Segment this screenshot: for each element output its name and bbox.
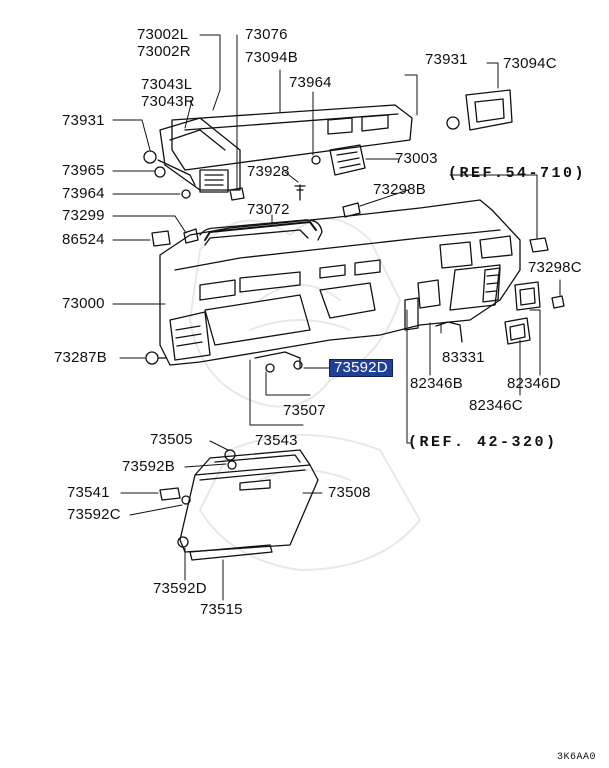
part-label-73002R: 73002R — [137, 43, 191, 60]
handle-73072 — [204, 221, 317, 241]
bumper-73505 — [224, 449, 236, 461]
clip-73931-left — [143, 150, 157, 164]
clip-86524 — [151, 230, 171, 247]
bracket-73507 — [254, 351, 303, 373]
part-label-73965: 73965 — [62, 162, 105, 179]
button-73298C-small — [551, 295, 565, 309]
part-label-73002L: 73002L — [137, 26, 189, 43]
clip-73076 — [229, 187, 245, 201]
clip-73964-left — [181, 189, 191, 199]
pad-73094C — [465, 89, 513, 131]
part-label-73592C: 73592C — [67, 506, 121, 523]
part-label-73298B: 73298B — [373, 181, 426, 198]
part-label-73931-top: 73931 — [425, 51, 468, 68]
bracket-83331 — [435, 321, 463, 343]
part-label-73000: 73000 — [62, 295, 105, 312]
screw-73592B — [227, 460, 237, 470]
upper-pad-73094B — [171, 104, 413, 171]
part-label-82346C: 82346C — [469, 397, 523, 414]
part-label-73592B: 73592B — [122, 458, 175, 475]
part-label-73928: 73928 — [247, 163, 290, 180]
part-label-73592D: 73592D — [153, 580, 207, 597]
part-label-73003: 73003 — [395, 150, 438, 167]
clip-73965 — [154, 166, 166, 178]
part-label-73072: 73072 — [247, 201, 290, 218]
vent-73298B — [342, 202, 361, 218]
vent-82346B — [404, 279, 441, 331]
part-label-73094C: 73094C — [503, 55, 557, 72]
bracket-73043 — [157, 117, 241, 193]
clip-73299 — [183, 228, 199, 244]
instrument-panel-73000 — [159, 199, 521, 366]
ref-42-320: (REF. 42-320) — [408, 434, 558, 451]
vent-82346D — [514, 281, 541, 311]
clip-73964-mid — [311, 155, 321, 165]
part-label-82346B: 82346B — [410, 375, 463, 392]
glove-box-73508 — [179, 449, 319, 553]
part-label-73298C: 73298C — [528, 259, 582, 276]
part-label-86524: 86524 — [62, 231, 105, 248]
part-label-73076: 73076 — [245, 26, 288, 43]
part-label-73964-top: 73964 — [289, 74, 332, 91]
watermark-emblem — [189, 217, 421, 571]
part-label-73507: 73507 — [283, 402, 326, 419]
part-label-73287B: 73287B — [54, 349, 107, 366]
part-label-83331: 83331 — [442, 349, 485, 366]
part-label-73094B: 73094B — [245, 49, 298, 66]
part-label-73541: 73541 — [67, 484, 110, 501]
part-label-73515: 73515 — [200, 601, 243, 618]
figure-code: 3K6AA0 — [557, 752, 597, 763]
leader-lines — [112, 34, 561, 601]
clip-73931-right — [446, 116, 460, 130]
part-label-82346D: 82346D — [507, 375, 561, 392]
bolt-73287B — [145, 351, 167, 365]
switch-73003 — [329, 144, 366, 176]
part-label-73931-left: 73931 — [62, 112, 105, 129]
part-label-73299: 73299 — [62, 207, 105, 224]
part-label-73592D-highlighted[interactable]: 73592D — [329, 359, 393, 377]
screw-73928 — [294, 184, 306, 201]
part-label-73964-left: 73964 — [62, 185, 105, 202]
part-label-73543: 73543 — [255, 432, 298, 449]
screw-73592D-lower — [177, 536, 189, 548]
screw-73592C — [181, 495, 191, 505]
part-label-73505: 73505 — [150, 431, 193, 448]
latch-73541 — [159, 487, 181, 501]
vent-82346C — [504, 317, 531, 345]
part-label-73043R: 73043R — [141, 93, 195, 110]
part-label-73508: 73508 — [328, 484, 371, 501]
strip-73515 — [189, 544, 273, 561]
clip-73298C — [529, 237, 549, 253]
ref-54-710: (REF.54-710) — [448, 165, 587, 182]
part-label-73043L: 73043L — [141, 76, 193, 93]
